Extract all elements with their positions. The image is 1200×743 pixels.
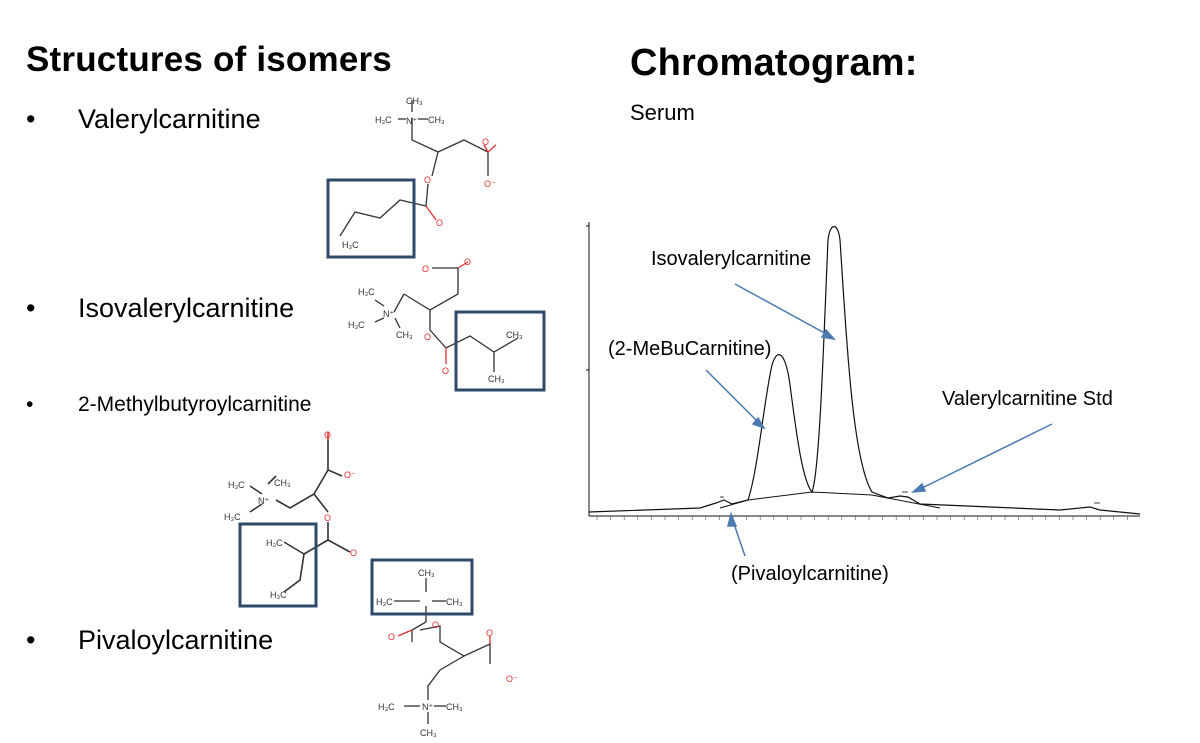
atom-label: CH₃ xyxy=(418,568,435,578)
isomer-item-isovaleryl: • Isovalerylcarnitine xyxy=(26,293,294,324)
atom-label: O xyxy=(350,548,357,558)
structures-title: Structures of isomers xyxy=(26,40,392,79)
atom-label: CH₃ xyxy=(488,374,505,384)
atom-label: H₃C xyxy=(228,480,245,490)
atom-label: H₃C xyxy=(358,287,375,297)
arrow-head-icon xyxy=(910,482,927,493)
x-ticks xyxy=(596,516,1128,520)
chromatogram-plot xyxy=(586,222,1141,520)
atom-label: H₃C xyxy=(378,702,395,712)
bullet-icon: • xyxy=(26,393,34,416)
sample-label: Serum xyxy=(630,100,695,125)
isomer-item-methylbutyryl: • 2-Methylbutyroylcarnitine xyxy=(26,393,311,417)
highlight-box xyxy=(454,310,546,392)
arrow-head-icon xyxy=(727,511,738,527)
arrow-head-icon xyxy=(820,328,836,341)
atom-label: O⁻ xyxy=(506,674,518,684)
arrow-valeryl-std xyxy=(917,423,1053,491)
atom-label: CH₃ xyxy=(506,330,523,340)
atom-label: O xyxy=(324,513,331,523)
isomer-item-pivaloyl: • Pivaloylcarnitine xyxy=(26,625,273,656)
chromatogram-title: Chromatogram: xyxy=(630,42,918,84)
peak-label-methylbutyryl: (2-MeBuCarnitine) xyxy=(608,338,772,360)
atom-label: O xyxy=(442,366,449,376)
atom-label: H₃C xyxy=(348,320,365,330)
structure-2-methylbutyroylcarnitine xyxy=(249,432,351,593)
atom-label: N⁺ xyxy=(422,702,433,712)
atom-label: O xyxy=(436,218,443,228)
atom-label: O xyxy=(324,430,331,440)
atom-label: O⁻ xyxy=(344,470,356,480)
atom-label: CH₃ xyxy=(406,96,423,106)
highlight-box xyxy=(370,558,474,616)
structure-isovalerylcarnitine xyxy=(374,261,519,372)
atom-label: H₃C xyxy=(376,597,393,607)
isomer-name: Isovalerylcarnitine xyxy=(78,293,295,323)
atom-label: O xyxy=(388,632,395,642)
chromatogram-trace xyxy=(588,225,1141,515)
isomer-item-valeryl: • Valerylcarnitine xyxy=(26,104,261,135)
atom-label: N⁺ xyxy=(258,496,269,506)
peak-label-isovaleryl: Isovalerylcarnitine xyxy=(651,248,812,270)
atom-label: CH₃ xyxy=(446,702,463,712)
atom-label: H₃C xyxy=(270,590,287,600)
atom-label: O xyxy=(432,620,439,630)
peak-label-pivaloyl: (Pivaloylcarnitine) xyxy=(731,563,889,585)
atom-label: O xyxy=(486,628,493,638)
atom-label: N⁺ xyxy=(406,116,417,126)
atom-label: H₃C xyxy=(375,115,392,125)
highlight-box xyxy=(238,522,318,608)
atom-label: N⁺ xyxy=(383,309,394,319)
atom-label: H₃C xyxy=(342,240,359,250)
atom-label: CH₃ xyxy=(396,330,413,340)
arrow-head-icon xyxy=(751,416,766,430)
peak-label-valeryl-std: Valerylcarnitine Std xyxy=(942,388,1113,410)
isomer-name: 2-Methylbutyroylcarnitine xyxy=(78,393,312,416)
bullet-icon: • xyxy=(26,293,36,323)
bullet-icon: • xyxy=(26,625,36,655)
isomer-name: Valerylcarnitine xyxy=(78,104,261,134)
structure-pivaloylcarnitine xyxy=(394,578,491,724)
arrow-isovaleryl xyxy=(734,283,831,337)
baseline-trace xyxy=(719,491,941,509)
atom-label: O xyxy=(482,137,489,147)
structure-valerylcarnitine xyxy=(339,100,497,237)
bullet-icon: • xyxy=(26,104,36,134)
atom-label: O⁻ xyxy=(484,179,496,189)
atom-label: CH₃ xyxy=(428,115,445,125)
atom-label: CH₃ xyxy=(274,478,291,488)
atom-label: H₃C xyxy=(266,538,283,548)
annotation-arrows xyxy=(705,283,1053,557)
atom-label: CH₃ xyxy=(446,597,463,607)
atom-label: O xyxy=(422,264,429,274)
atom-label: O xyxy=(424,175,431,185)
arrow-methylbutyryl xyxy=(705,369,761,425)
atom-label: CH₃ xyxy=(420,728,437,738)
atom-label: H₃C xyxy=(224,512,241,522)
atom-label: O xyxy=(424,332,431,342)
highlight-box xyxy=(326,178,416,259)
atom-label: O xyxy=(464,257,471,267)
isomer-name: Pivaloylcarnitine xyxy=(78,625,274,655)
